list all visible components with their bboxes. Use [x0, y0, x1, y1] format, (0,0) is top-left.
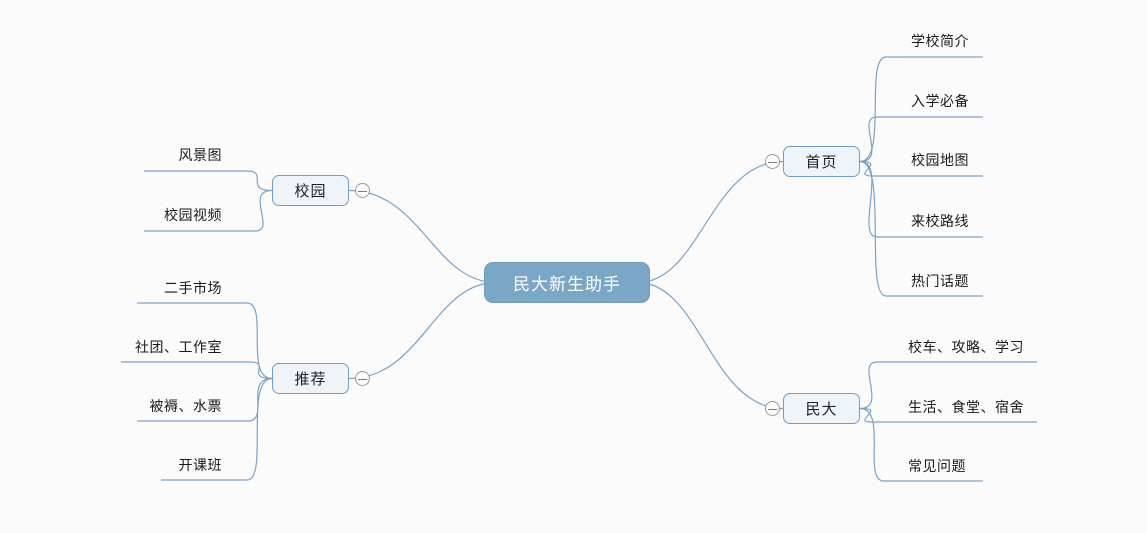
edge-root-to-xiaoyuan [348, 189, 497, 284]
collapse-toggle-minda-icon[interactable] [765, 401, 780, 416]
branch-node-tuijian[interactable]: 推荐 [272, 363, 349, 394]
edge-xiaoyuan-child-0 [144, 170, 273, 192]
leaf-node[interactable]: 社团、工作室 [135, 340, 222, 356]
leaf-node[interactable]: 校园视频 [164, 208, 222, 224]
collapse-toggle-xiaoyuan-icon[interactable] [355, 183, 370, 198]
branch-node-minda[interactable]: 民大 [783, 393, 860, 424]
leaf-node[interactable]: 生活、食堂、宿舍 [908, 400, 1024, 416]
leaf-node[interactable]: 校园地图 [911, 153, 969, 169]
edge-root-to-minda [637, 281, 784, 410]
branch-node-xiaoyuan[interactable]: 校园 [272, 175, 349, 206]
leaf-node[interactable]: 被褥、水票 [149, 399, 222, 415]
leaf-node[interactable]: 校车、攻略、学习 [908, 340, 1024, 356]
leaf-node[interactable]: 风景图 [178, 148, 222, 164]
collapse-toggle-shouye-icon[interactable] [765, 154, 780, 169]
leaf-node[interactable]: 学校简介 [911, 34, 969, 50]
branch-node-shouye[interactable]: 首页 [783, 146, 860, 177]
leaf-node[interactable]: 二手市场 [164, 281, 222, 297]
edge-root-to-tuijian [348, 281, 497, 380]
leaf-node[interactable]: 入学必备 [911, 94, 969, 110]
edge-root-to-shouye [637, 160, 784, 284]
root-node[interactable]: 民大新生助手 [484, 262, 650, 303]
edge-tuijian-child-1 [121, 361, 273, 380]
leaf-node[interactable]: 热门话题 [911, 274, 969, 290]
leaf-node[interactable]: 来校路线 [911, 214, 969, 230]
collapse-toggle-tuijian-icon[interactable] [355, 371, 370, 386]
leaf-node[interactable]: 开课班 [178, 458, 222, 474]
leaf-node[interactable]: 常见问题 [908, 459, 966, 475]
